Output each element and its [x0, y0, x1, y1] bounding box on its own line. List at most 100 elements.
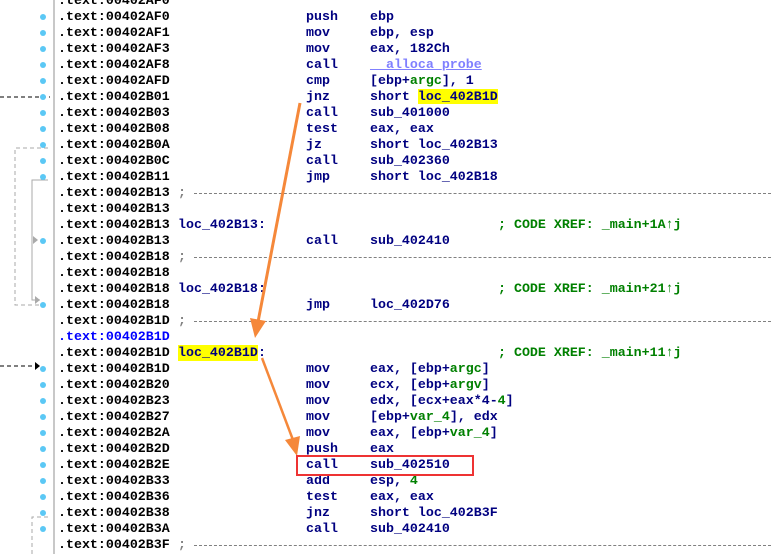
breakpoint-dot-icon[interactable]: [40, 142, 46, 148]
operand[interactable]: eax, [ebp+var_4]: [370, 425, 498, 441]
label-colon[interactable]: :: [258, 345, 266, 360]
breakpoint-dot-icon[interactable]: [40, 430, 46, 436]
xref-comment[interactable]: ; CODE XREF: _main+1A↑j: [498, 217, 682, 232]
listing-row[interactable]: .text:00402B13: [58, 201, 771, 217]
address[interactable]: .text:00402B13: [58, 201, 170, 216]
address[interactable]: .text:00402B2D: [58, 441, 170, 456]
mnemonic[interactable]: push: [306, 441, 338, 456]
address[interactable]: .text:00402B0A: [58, 137, 170, 152]
address[interactable]: .text:00402B13: [58, 217, 170, 232]
breakpoint-dot-icon[interactable]: [40, 510, 46, 516]
address[interactable]: .text:00402B18: [58, 265, 170, 280]
separator-semicolon[interactable]: ;: [178, 537, 186, 552]
mnemonic[interactable]: mov: [306, 425, 330, 440]
mnemonic[interactable]: jmp: [306, 297, 330, 312]
xref-comment[interactable]: ; CODE XREF: _main+21↑j: [498, 281, 682, 296]
operand[interactable]: sub_402360: [370, 153, 450, 168]
listing-row[interactable]: .text:00402B3F;: [58, 537, 771, 553]
breakpoint-dot-icon[interactable]: [40, 46, 46, 52]
address[interactable]: .text:00402AF0: [58, 9, 170, 24]
address[interactable]: .text:00402B03: [58, 105, 170, 120]
operand-part[interactable]: [ebp+: [370, 409, 410, 424]
breakpoint-dot-icon[interactable]: [40, 30, 46, 36]
operand[interactable]: sub_402410: [370, 521, 450, 536]
mnemonic[interactable]: call: [306, 521, 338, 536]
operand-part[interactable]: ], edx: [449, 409, 498, 424]
breakpoint-dot-icon[interactable]: [40, 398, 46, 404]
mnemonic[interactable]: mov: [306, 377, 330, 392]
operand[interactable]: sub_402510: [370, 457, 450, 472]
operand[interactable]: eax, [ebp+argc]: [370, 361, 490, 377]
breakpoint-dot-icon[interactable]: [40, 462, 46, 468]
operand-part[interactable]: ecx, [ebp+: [370, 377, 450, 392]
operand-part[interactable]: [ebp+: [370, 73, 410, 88]
breakpoint-dot-icon[interactable]: [40, 494, 46, 500]
mnemonic[interactable]: mov: [306, 41, 330, 56]
breakpoint-dot-icon[interactable]: [40, 302, 46, 308]
code-label[interactable]: loc_402B18: [178, 281, 258, 296]
listing-row[interactable]: .text:00402B18: [58, 265, 771, 281]
mnemonic[interactable]: jz: [306, 137, 322, 152]
mnemonic[interactable]: mov: [306, 361, 330, 376]
operand-part[interactable]: ]: [481, 377, 490, 392]
operand-highlighted-label[interactable]: loc_402B1D: [417, 89, 498, 104]
separator-semicolon[interactable]: ;: [178, 185, 186, 200]
address[interactable]: .text:00402B3F: [58, 537, 170, 552]
operand-part[interactable]: ]: [505, 393, 514, 408]
listing-row[interactable]: .text:00402AF0: [58, 0, 771, 9]
operand-part[interactable]: eax, [ebp+: [370, 425, 450, 440]
address[interactable]: .text:00402B23: [58, 393, 170, 408]
operand-variable[interactable]: 4: [497, 393, 506, 408]
breakpoint-dot-icon[interactable]: [40, 366, 46, 372]
operand[interactable]: short loc_402B3F: [370, 505, 498, 520]
operand-variable[interactable]: var_4: [449, 425, 490, 440]
operand[interactable]: sub_402410: [370, 233, 450, 248]
address[interactable]: .text:00402AF1: [58, 25, 170, 40]
mnemonic[interactable]: call: [306, 153, 338, 168]
listing-row[interactable]: .text:00402B13;: [58, 185, 771, 201]
code-label[interactable]: loc_402B13: [178, 217, 258, 232]
mnemonic[interactable]: jnz: [306, 505, 330, 520]
address[interactable]: .text:00402B1D: [58, 313, 170, 328]
operand[interactable]: loc_402D76: [370, 297, 450, 312]
operand[interactable]: eax, eax: [370, 489, 434, 504]
operand[interactable]: esp, 4: [370, 473, 418, 489]
operand[interactable]: [ebp+argc], 1: [370, 73, 474, 89]
separator-semicolon[interactable]: ;: [178, 313, 186, 328]
mnemonic[interactable]: jmp: [306, 169, 330, 184]
address[interactable]: .text:00402AF3: [58, 41, 170, 56]
mnemonic[interactable]: mov: [306, 393, 330, 408]
operand-part[interactable]: short: [370, 89, 418, 104]
breakpoint-dot-icon[interactable]: [40, 14, 46, 20]
address[interactable]: .text:00402B0C: [58, 153, 170, 168]
address[interactable]: .text:00402B3A: [58, 521, 170, 536]
operand-part[interactable]: ]: [489, 425, 498, 440]
operand-variable[interactable]: 4: [409, 473, 418, 488]
operand-variable[interactable]: var_4: [409, 409, 450, 424]
address[interactable]: .text:00402B11: [58, 169, 170, 184]
operand[interactable]: eax, 182Ch: [370, 41, 450, 56]
breakpoint-dot-icon[interactable]: [40, 78, 46, 84]
mnemonic[interactable]: add: [306, 473, 330, 488]
breakpoint-dot-icon[interactable]: [40, 158, 46, 164]
breakpoint-dot-icon[interactable]: [40, 126, 46, 132]
address[interactable]: .text:00402B33: [58, 473, 170, 488]
address[interactable]: .text:00402B13: [58, 233, 170, 248]
breakpoint-dot-icon[interactable]: [40, 62, 46, 68]
